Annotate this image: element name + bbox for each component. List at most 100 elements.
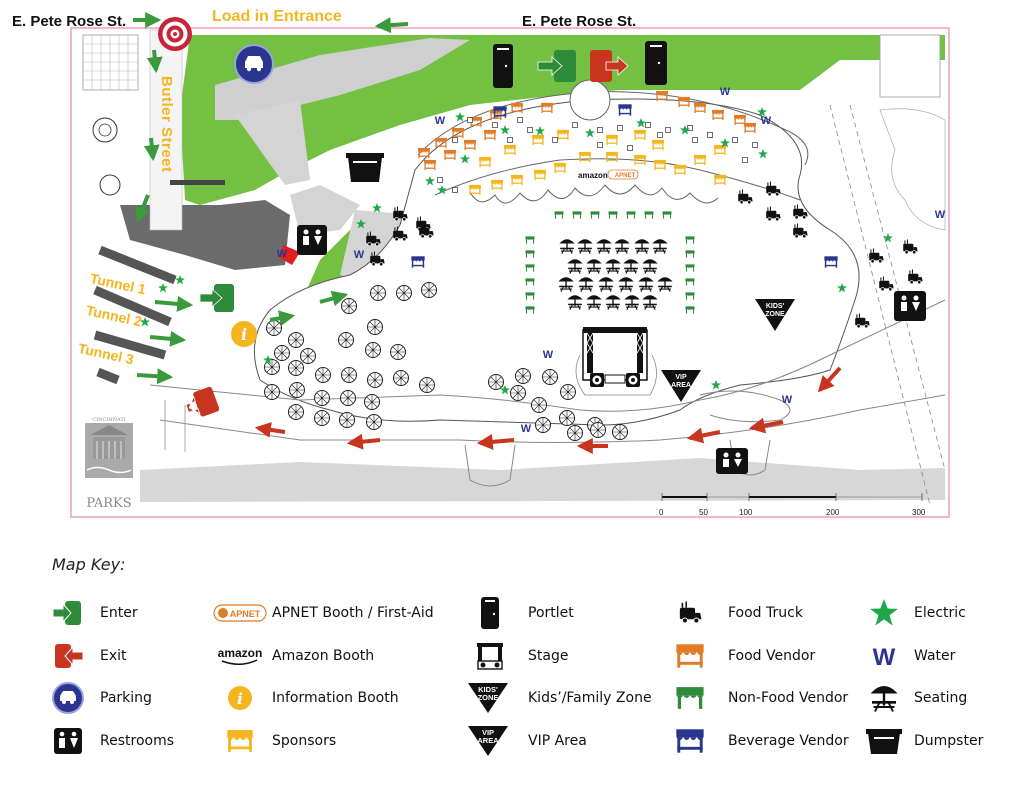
overlook-left [464,444,516,487]
key-label: Seating [914,690,968,706]
key-water: W Water [866,639,956,673]
tree-icon [510,385,526,401]
vendor-plot [527,127,533,133]
key-label: Kids’/Family Zone [528,690,652,706]
seating-icon [866,681,902,715]
exit-icon [50,639,86,673]
tree-icon [367,372,383,388]
apnet-booth-marker: APNET [607,169,639,180]
lawn-corner [190,35,215,85]
tree-icon [315,367,331,383]
vendor-plot [492,122,498,128]
enter-icon [50,596,86,630]
amazon-icon-text: amazon [218,646,263,660]
scale-300: 300 [912,508,926,517]
vendor-plot [752,142,758,148]
vendor-plot [692,137,698,143]
parks-city-text: CINCINNATI [92,417,125,423]
key-portlet: Portlet [472,596,574,630]
key-label: Sponsors [272,733,337,749]
key-restrooms: Restrooms [50,724,174,758]
vendor-plot [627,145,633,151]
vip-area-marker: VIP AREA [661,370,701,402]
vendor-plot [597,142,603,148]
kids-zone-marker: KIDS' ZONE [755,299,795,331]
enter-door-west[interactable] [199,284,234,312]
dumpster-icon [866,724,902,758]
inner-curve [434,158,801,201]
key-label: Stage [528,648,569,664]
water-icon: W [761,115,772,127]
vip-icon-text-2: AREA [477,736,499,745]
cincinnati-parks-logo: CINCINNATI PARKS [85,417,133,511]
key-label: Water [914,648,956,664]
apnet-booth-text: APNET [615,173,636,179]
tree-icon [264,384,280,400]
vendor-plot [452,137,458,143]
tree-icon [542,369,558,385]
info-i: i [241,325,247,344]
key-beverage-vendor: Beverage Vendor [672,724,849,758]
ramp [235,100,310,185]
key-stage: Stage [472,639,568,673]
tunnel-structures [93,245,177,385]
entry-arrows [133,12,409,385]
key-electric: Electric [866,596,966,630]
key-parking: Parking [50,681,152,715]
key-label: Dumpster [914,733,984,749]
parking-marker[interactable] [234,44,274,84]
key-amazon: amazon Amazon Booth [212,639,374,673]
vendor-plot [732,137,738,143]
vendor-plot [452,187,458,193]
water-icon: W [543,349,554,361]
information-booth[interactable]: i [231,321,257,347]
vip-icon-text-1: VIP [482,728,494,737]
promenade-curve [417,91,809,166]
key-label: Food Vendor [728,648,816,664]
apnet-icon: APNET [212,596,268,630]
parks-name-text: PARKS [86,496,131,511]
info-icon-text: i [237,690,243,708]
tree-icon [367,319,383,335]
enter-door-top[interactable] [537,50,576,82]
restrooms-east[interactable] [894,291,926,321]
restrooms-west[interactable] [297,225,327,255]
key-non-food-vendor: Non-Food Vendor [672,681,848,715]
tree-icon [364,394,380,410]
exit-door-top[interactable] [590,50,629,82]
key-exit: Exit [50,639,127,673]
scale-100: 100 [739,508,753,517]
amazon-booth-label: amazon [578,171,608,180]
exit-door-southwest[interactable] [183,386,220,421]
tree-icon [341,298,357,314]
scale-bar [661,493,923,501]
load-in-entrance-label: Load in Entrance [212,8,342,25]
key-label: APNET Booth / First-Aid [272,605,434,621]
exit-arrows [254,366,842,454]
structure-ne [879,108,946,231]
oval-path [699,390,791,423]
tree-icon [288,360,304,376]
key-dumpster: Dumpster [866,724,983,758]
tree-icon [370,285,386,301]
key-label: Food Truck [728,605,803,621]
key-food-vendor: Food Vendor [672,639,815,673]
tree-icon [274,345,290,361]
water-icon: W [782,394,793,406]
tree-icon [289,382,305,398]
key-label: Parking [100,690,152,706]
restrooms-south[interactable] [716,448,748,474]
amazon-icon: amazon [212,639,268,673]
restrooms-icon [50,724,86,758]
street-label-west: E. Pete Rose St. [12,13,127,30]
round-structures [92,117,121,196]
tree-icon [341,367,357,383]
key-label: Restrooms [100,733,175,749]
fountain-circle [569,79,611,121]
vendor-plot [707,132,713,138]
non-food-vendor-icon [672,681,708,715]
portlet-icon [472,596,508,630]
key-label: Exit [100,648,127,664]
